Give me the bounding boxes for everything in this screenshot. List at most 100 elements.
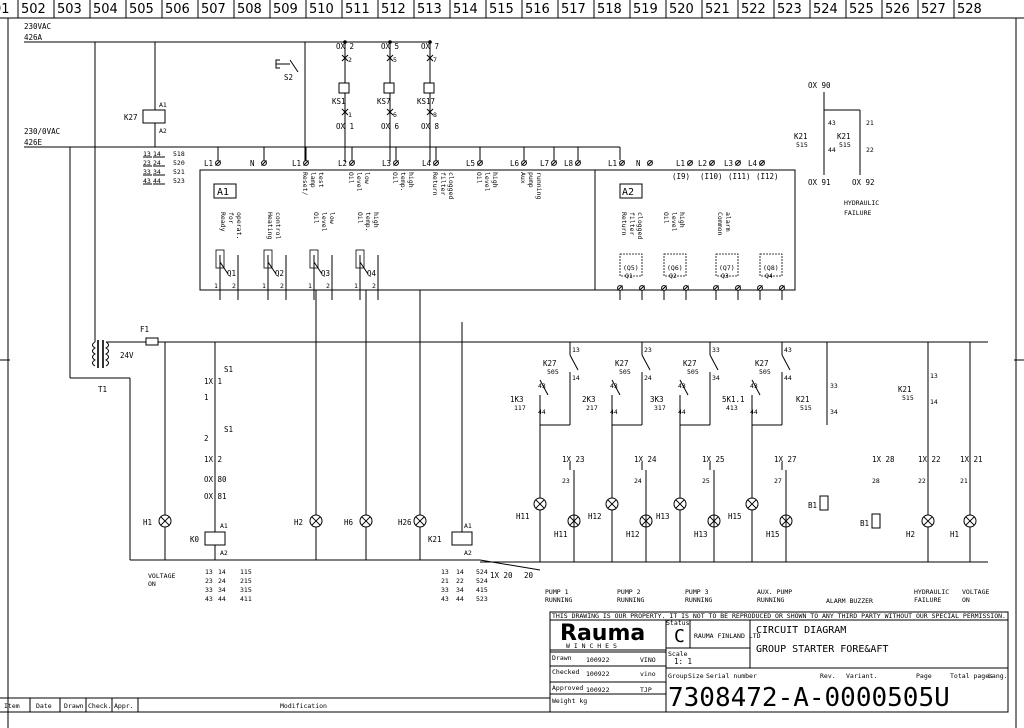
a2-terminal-label: L1 bbox=[676, 159, 685, 168]
size-label: Size bbox=[688, 672, 704, 680]
ruler-cell: 515 bbox=[489, 2, 514, 17]
contact-b: 34 bbox=[153, 168, 161, 176]
contact-ref: 518 bbox=[173, 150, 185, 158]
row-by: vino bbox=[640, 670, 656, 678]
alarm-c: 34 bbox=[830, 408, 838, 416]
ruler-cell: 507 bbox=[201, 2, 226, 17]
q-pin: 1 bbox=[308, 282, 312, 290]
a2-output-label: high bbox=[678, 212, 686, 228]
hyd-k: K21 bbox=[898, 385, 912, 394]
ruler-cell: 505 bbox=[129, 2, 154, 17]
aux-ref: 317 bbox=[654, 404, 666, 412]
contact-b: 24 bbox=[153, 159, 161, 167]
voltage-label-2: ON bbox=[148, 580, 156, 588]
a1-input-label: Oil bbox=[347, 172, 355, 184]
a1-terminal-label: L7 bbox=[540, 159, 549, 168]
s1-label: S1 bbox=[224, 425, 233, 434]
k21a-c: 44 bbox=[828, 146, 836, 154]
q-alt: (Q5) bbox=[623, 264, 639, 272]
h-label: H13 bbox=[656, 512, 670, 521]
x-low: 1 bbox=[348, 111, 352, 119]
left-term: 1X 1 bbox=[204, 377, 222, 386]
ox-top: OX 7 bbox=[421, 42, 439, 51]
aux-c: 44 bbox=[678, 408, 686, 416]
sensor-label: KS1 bbox=[332, 97, 346, 106]
a1-terminal-label: N bbox=[250, 159, 255, 168]
k21-c: 33 bbox=[441, 586, 449, 594]
lamp-H26 bbox=[413, 514, 427, 528]
ruler-cell: 511 bbox=[345, 2, 370, 17]
scale: 1: 1 bbox=[674, 657, 692, 666]
supply-line2-ref: 426E bbox=[24, 138, 43, 147]
block-label-1: PUMP 3 bbox=[685, 588, 709, 596]
junction bbox=[388, 40, 392, 44]
volt-label1: VOLTAGE bbox=[962, 588, 989, 596]
h-label: H15 bbox=[728, 512, 742, 521]
total-label: Total pages bbox=[950, 672, 993, 680]
ruler-cell: 502 bbox=[21, 2, 46, 17]
a1-output-label: operat. bbox=[235, 212, 243, 239]
x-mid: 5 bbox=[393, 56, 397, 64]
block-label-1: AUX. PUMP bbox=[757, 588, 792, 596]
H15-lamp bbox=[745, 497, 759, 511]
brand: Rauma bbox=[560, 621, 645, 646]
term-20: 20 bbox=[524, 571, 534, 580]
title-block: THIS DRAWING IS OUR PROPERTY. IT IS NOT … bbox=[549, 611, 1009, 713]
h-label: H15 bbox=[766, 530, 780, 539]
page-label: Page bbox=[916, 672, 932, 680]
row-date: 100922 bbox=[586, 686, 610, 694]
ruler-cell: 508 bbox=[237, 2, 262, 17]
a2-terminal-label: L1 bbox=[608, 159, 617, 168]
1x20: 1X 20 bbox=[490, 571, 513, 580]
alarm-term: 1X 28 bbox=[872, 455, 895, 464]
ruler-cell: 510 bbox=[309, 2, 334, 17]
contact-b: 44 bbox=[153, 177, 161, 185]
k21-c: 34 bbox=[456, 586, 464, 594]
contact-b: 14 bbox=[153, 150, 161, 158]
aux-c: 44 bbox=[538, 408, 546, 416]
k-label: K27 bbox=[755, 359, 769, 368]
H13-lamp bbox=[673, 497, 687, 511]
hyd-c: 14 bbox=[930, 398, 938, 406]
q-label: Q3 bbox=[321, 269, 330, 278]
k21-ref: 524 bbox=[476, 577, 488, 585]
rev-col: Drawn bbox=[64, 702, 84, 710]
ruler-cell: 516 bbox=[525, 2, 550, 17]
ox-bottom: OX 6 bbox=[381, 122, 400, 131]
block-label-2: RUNNING bbox=[685, 596, 712, 604]
aux-ref: 413 bbox=[726, 404, 738, 412]
x-low: 8 bbox=[433, 111, 437, 119]
a1-input-label: temp. bbox=[399, 172, 407, 192]
s1-label: S1 bbox=[224, 365, 233, 374]
fuse-label: F1 bbox=[140, 325, 149, 334]
lamp-label: H6 bbox=[344, 518, 354, 527]
q-alt: (Q6) bbox=[667, 264, 683, 272]
term-label: 1X 24 bbox=[634, 455, 657, 464]
hyd-label2: FAILURE bbox=[914, 596, 941, 604]
k-label: K27 bbox=[615, 359, 629, 368]
k21-ref: 524 bbox=[476, 568, 488, 576]
a1-output-label: for bbox=[227, 212, 235, 224]
hyd-label1: HYDRAULIC bbox=[914, 588, 949, 596]
lang-label: Lang. bbox=[988, 672, 1008, 680]
ruler-cell: 520 bbox=[669, 2, 694, 17]
h2-lamp bbox=[921, 514, 935, 528]
q-label: Q4 bbox=[367, 269, 377, 278]
a1-input-label: running bbox=[535, 172, 543, 199]
ruler-cell: 522 bbox=[741, 2, 766, 17]
k-c: 24 bbox=[644, 374, 652, 382]
aux-c: 43 bbox=[678, 382, 686, 390]
row-date: 100922 bbox=[586, 670, 610, 678]
sensor-label: KS7 bbox=[377, 97, 391, 106]
ox-92: OX 92 bbox=[852, 178, 875, 187]
alarm-k: K21 bbox=[796, 395, 810, 404]
brand-sub: W I N C H E S bbox=[566, 642, 617, 650]
notice: THIS DRAWING IS OUR PROPERTY. IT IS NOT … bbox=[552, 612, 1006, 620]
k27-a1: A1 bbox=[159, 101, 167, 109]
alarm-kref: 515 bbox=[800, 404, 812, 412]
row-by: VINO bbox=[640, 656, 656, 664]
